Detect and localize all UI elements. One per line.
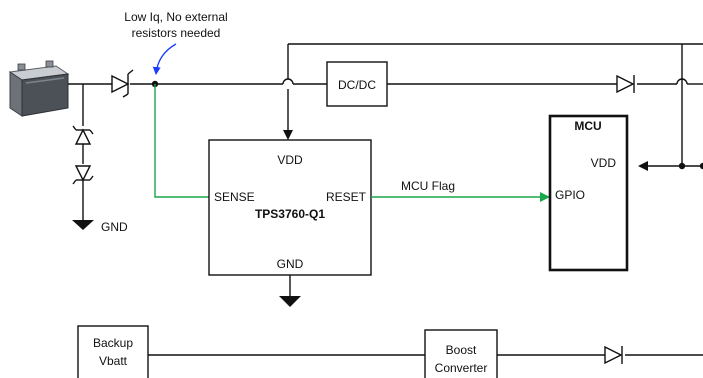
backup-vbatt-block (77, 325, 149, 378)
supervisor-gnd-label: GND (277, 257, 304, 271)
ground-label-left: GND (101, 220, 128, 234)
backup-line-1: Backup (93, 336, 133, 350)
boost-converter-block (424, 329, 498, 378)
supervisor-block (208, 139, 372, 276)
supervisor-vdd-label: VDD (277, 153, 303, 167)
input-diode (111, 69, 134, 98)
dcdc-block (326, 61, 388, 107)
sense-wire (154, 84, 209, 198)
mcu-block (548, 114, 629, 272)
mcu-vdd-label: VDD (591, 156, 617, 170)
supervisor-reset-label: RESET (326, 190, 367, 204)
boost-line-2: Converter (435, 361, 488, 375)
tvs-diode-stack (72, 84, 94, 220)
ground-symbol-supervisor (279, 296, 301, 307)
dcdc-label: DC/DC (338, 78, 376, 92)
backup-line-2: Vbatt (99, 354, 128, 368)
mcu-title: MCU (574, 119, 601, 133)
vdd-feed-wire (283, 43, 703, 140)
annotation-line-2: resistors needed (132, 26, 221, 40)
annotation-arrow (152, 43, 177, 75)
car-battery-icon (8, 60, 70, 117)
annotation-line-1: Low Iq, No external (124, 10, 227, 24)
mcu-flag-label: MCU Flag (401, 179, 455, 193)
output-diode (616, 74, 635, 94)
supervisor-sense-label: SENSE (214, 190, 255, 204)
mcu-gpio-label: GPIO (555, 188, 585, 202)
boost-line-1: Boost (446, 343, 477, 357)
backup-diode (604, 345, 623, 365)
ground-symbol-left (72, 220, 94, 230)
mcu-supply-wire (638, 44, 703, 171)
supervisor-part-name: TPS3760-Q1 (255, 207, 325, 221)
